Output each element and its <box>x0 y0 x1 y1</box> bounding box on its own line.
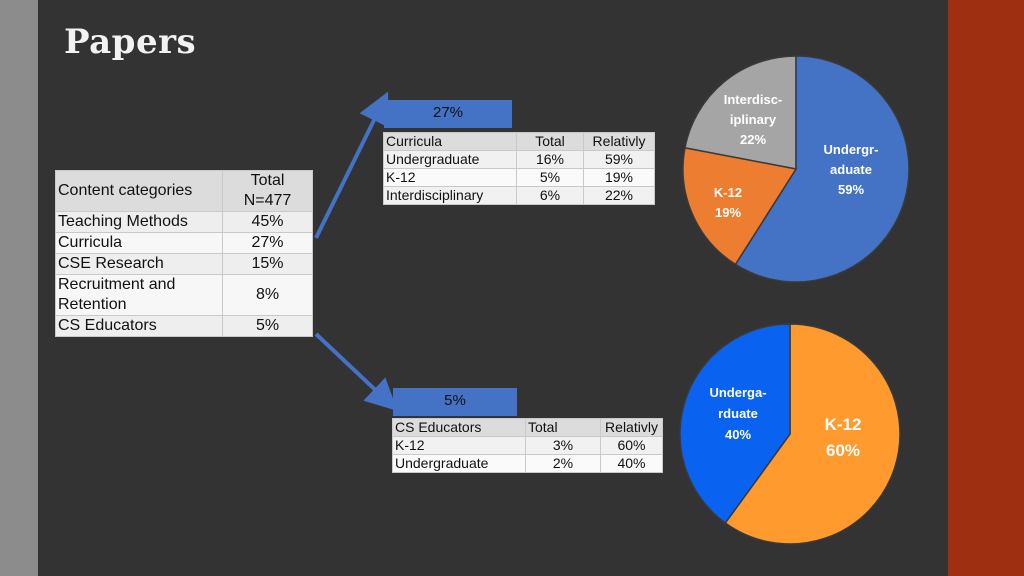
cell: Undergraduate <box>383 150 517 169</box>
row-value: 27% <box>222 232 313 254</box>
table-row: K-12 5% 19% <box>383 168 655 187</box>
header-cell: Relativly <box>583 132 655 151</box>
table-row: Undergraduate 2% 40% <box>392 454 663 473</box>
table-header-row: Content categories Total N=477 <box>55 170 313 212</box>
table-row: Interdisciplinary 6% 22% <box>383 186 655 205</box>
table-row: Teaching Methods 45% <box>55 211 313 233</box>
header-total-label: Total <box>250 172 285 189</box>
pie-slice-k-12 <box>724 323 901 545</box>
table-header-row: Curricula Total Relativly <box>383 132 655 151</box>
right-accent-bar <box>948 0 1024 576</box>
table-header-row: CS Educators Total Relativly <box>392 418 663 437</box>
row-label-line1: Recruitment and <box>58 276 176 293</box>
arrow-to-curricula <box>314 91 389 239</box>
cell: Interdisciplinary <box>383 186 517 205</box>
educators-percent-box: 5% <box>393 388 517 416</box>
row-label: Recruitment and Retention <box>55 274 223 316</box>
row-label: CS Educators <box>55 315 223 337</box>
pie-slice-underga-rduate <box>679 323 791 525</box>
curricula-percent-box: 27% <box>384 100 512 128</box>
educators-table: CS Educators Total Relativly K-12 3% 60%… <box>392 418 663 473</box>
row-value: 45% <box>222 211 313 233</box>
table-row: Recruitment and Retention 8% <box>55 274 313 316</box>
cell: 22% <box>583 186 655 205</box>
pie-slice-interdisc-iplinary <box>684 55 797 170</box>
row-value: 15% <box>222 253 313 275</box>
row-label: CSE Research <box>55 253 223 275</box>
cell: 60% <box>600 436 663 455</box>
row-label: Teaching Methods <box>55 211 223 233</box>
table-row: K-12 3% 60% <box>392 436 663 455</box>
cell: 3% <box>525 436 601 455</box>
cell: 40% <box>600 454 663 473</box>
cell: 19% <box>583 168 655 187</box>
table-row: CSE Research 15% <box>55 253 313 275</box>
header-cell: Total <box>525 418 601 437</box>
content-categories-table: Content categories Total N=477 Teaching … <box>55 170 313 337</box>
header-total-n: N=477 <box>243 192 292 209</box>
pie-slice-k-12 <box>682 146 798 266</box>
arrow-to-educators <box>314 332 398 411</box>
cell: K-12 <box>383 168 517 187</box>
table-row: Curricula 27% <box>55 232 313 254</box>
cell: K-12 <box>392 436 526 455</box>
row-value: 8% <box>222 274 313 316</box>
row-label: Curricula <box>55 232 223 254</box>
row-label-line2: Retention <box>58 296 127 313</box>
curricula-table: Curricula Total Relativly Undergraduate … <box>383 132 655 205</box>
header-cell: CS Educators <box>392 418 526 437</box>
cell: 5% <box>516 168 584 187</box>
table-row: CS Educators 5% <box>55 315 313 337</box>
row-value: 5% <box>222 315 313 337</box>
header-cell: Curricula <box>383 132 517 151</box>
page-title: Papers <box>64 22 197 62</box>
cell: 2% <box>525 454 601 473</box>
pie-slice-undergr-aduate <box>734 55 910 283</box>
left-accent-bar <box>0 0 38 576</box>
